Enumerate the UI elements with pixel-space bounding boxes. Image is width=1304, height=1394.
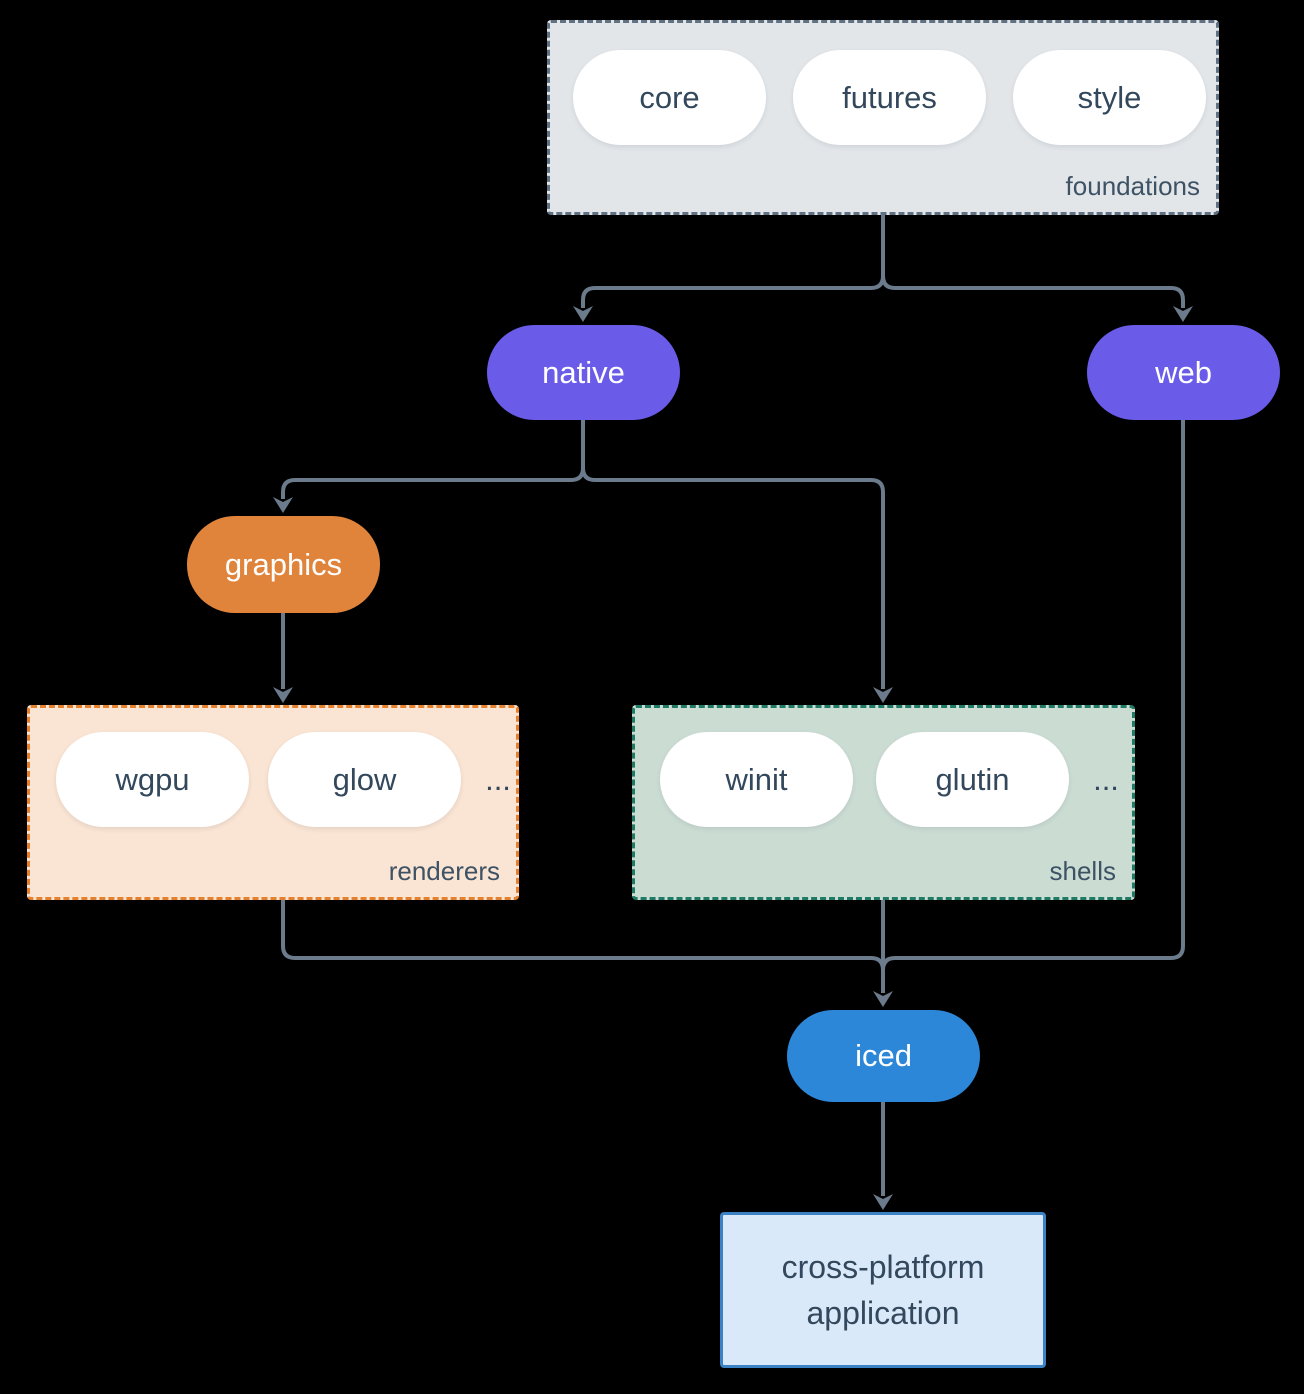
- application-label-line2: application: [806, 1295, 960, 1331]
- edge-foundations-to-web: [881, 275, 1185, 308]
- shells-group-label: shells: [1049, 856, 1116, 886]
- node-graphics-label: graphics: [224, 546, 343, 582]
- node-futures-label: futures: [842, 79, 937, 115]
- node-glutin: glutin: [876, 732, 1069, 827]
- shells-group: winit glutin ... shells: [632, 705, 1135, 900]
- node-native: native: [487, 325, 680, 420]
- arrowhead-renderers: [273, 687, 293, 703]
- arrowhead-shells: [873, 687, 893, 703]
- node-cross-platform-application: cross-platform application: [720, 1212, 1046, 1368]
- edge-foundations-to-native: [581, 214, 885, 308]
- node-wgpu-label: wgpu: [115, 761, 190, 797]
- node-winit-label: winit: [725, 761, 788, 797]
- node-wgpu: wgpu: [56, 732, 249, 827]
- node-futures: futures: [793, 50, 986, 145]
- foundations-group: core futures style foundations: [547, 20, 1219, 215]
- node-graphics: graphics: [187, 516, 380, 613]
- arrowhead-graphics: [273, 497, 293, 513]
- arrowhead-native: [573, 306, 593, 322]
- edge-native-to-shells: [581, 467, 885, 689]
- foundations-group-label: foundations: [1065, 171, 1200, 201]
- renderers-ellipsis: ...: [485, 761, 511, 797]
- node-glutin-label: glutin: [935, 761, 1010, 797]
- node-core-label: core: [639, 79, 700, 115]
- application-label-line1: cross-platform: [781, 1248, 985, 1285]
- renderers-group: wgpu glow ... renderers: [27, 705, 519, 900]
- arrowhead-web: [1173, 306, 1193, 322]
- node-web-label: web: [1155, 354, 1212, 390]
- edge-native-to-graphics: [281, 420, 585, 499]
- node-style-label: style: [1077, 79, 1142, 115]
- renderers-group-label: renderers: [388, 856, 500, 886]
- node-glow: glow: [268, 732, 461, 827]
- edge-renderers-to-iced: [281, 900, 885, 971]
- arrowhead-application: [873, 1194, 893, 1210]
- node-native-label: native: [542, 354, 625, 390]
- node-style: style: [1013, 50, 1206, 145]
- shells-ellipsis: ...: [1093, 761, 1119, 797]
- node-iced: iced: [787, 1010, 980, 1102]
- node-core: core: [573, 50, 766, 145]
- arrowhead-iced: [873, 991, 893, 1007]
- node-winit: winit: [660, 732, 853, 827]
- node-iced-label: iced: [855, 1038, 912, 1073]
- node-web: web: [1087, 325, 1280, 420]
- node-glow-label: glow: [332, 761, 397, 797]
